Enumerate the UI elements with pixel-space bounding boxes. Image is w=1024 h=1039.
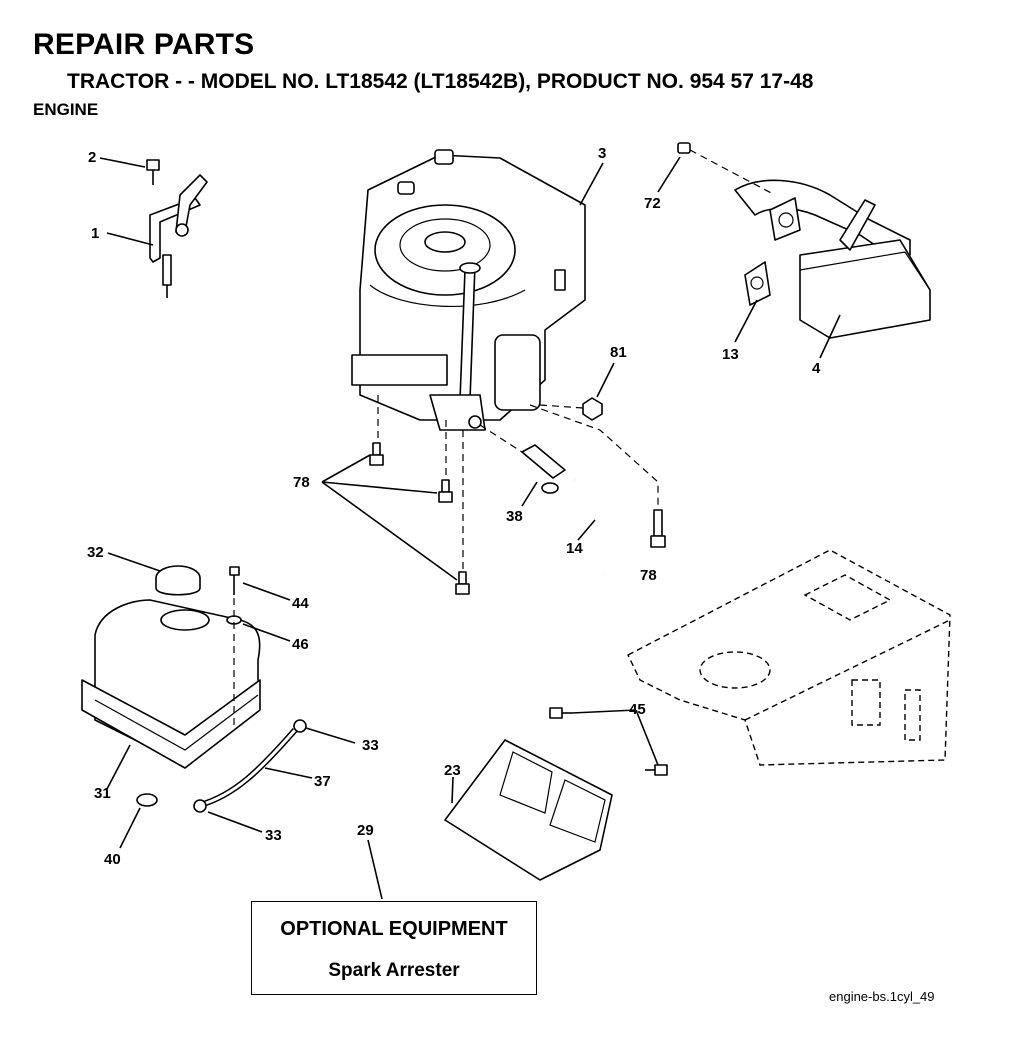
callout-72: 72 — [644, 195, 661, 212]
callout-33-lower: 33 — [265, 827, 282, 844]
tractor-frame-outline — [627, 549, 951, 766]
callout-45: 45 — [629, 701, 646, 718]
callout-33-upper: 33 — [362, 737, 379, 754]
engine-part — [351, 149, 586, 431]
heat-shield-part — [444, 707, 668, 881]
callout-40: 40 — [104, 851, 121, 868]
callout-2: 2 — [88, 149, 96, 166]
callout-38: 38 — [506, 508, 523, 525]
page-title: REPAIR PARTS — [33, 28, 255, 61]
callout-37: 37 — [314, 773, 331, 790]
bolt-parts — [369, 442, 666, 595]
callout-46: 46 — [292, 636, 309, 653]
optional-equipment-item: Spark Arrester — [328, 960, 460, 981]
callout-78-left: 78 — [293, 474, 310, 491]
muffler-part — [677, 142, 931, 339]
callout-31: 31 — [94, 785, 111, 802]
drawing-reference: engine-bs.1cyl_49 — [829, 989, 935, 1004]
callout-78-right: 78 — [640, 567, 657, 584]
fuel-tank-part — [81, 565, 307, 813]
nut-part — [582, 397, 603, 421]
callout-4: 4 — [812, 360, 821, 377]
callout-1: 1 — [91, 225, 99, 242]
optional-equipment-title: OPTIONAL EQUIPMENT — [280, 918, 508, 940]
callout-13: 13 — [722, 346, 739, 363]
fuel-filter-part — [521, 444, 609, 576]
optional-equipment-box: OPTIONAL EQUIPMENT Spark Arrester — [251, 901, 537, 995]
callout-3: 3 — [598, 145, 606, 162]
callout-23: 23 — [444, 762, 461, 779]
callout-29: 29 — [357, 822, 374, 839]
callout-14: 14 — [566, 540, 583, 557]
section-label: ENGINE — [33, 100, 99, 119]
callout-44: 44 — [292, 595, 309, 612]
callout-81: 81 — [610, 344, 627, 361]
model-subtitle: TRACTOR - - MODEL NO. LT18542 (LT18542B)… — [67, 70, 814, 93]
throttle-control-part — [146, 159, 208, 298]
callout-32: 32 — [87, 544, 104, 561]
